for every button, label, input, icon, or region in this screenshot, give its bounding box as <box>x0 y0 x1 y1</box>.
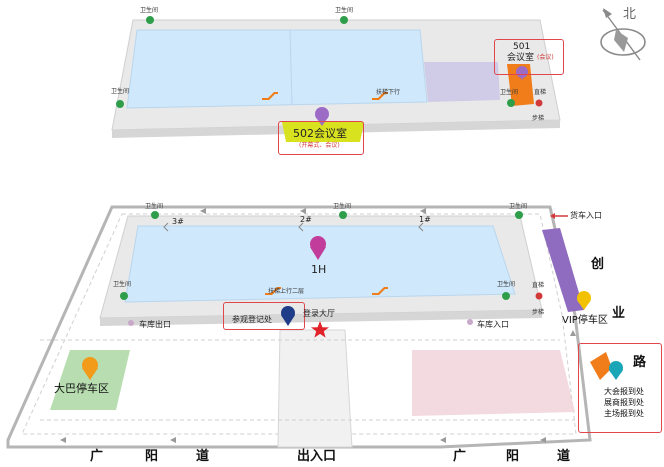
f5-elevator: 直梯 <box>534 89 547 96</box>
gate-2: 2# <box>300 215 312 224</box>
f5-restroom-top-center: 卫生间 <box>335 7 354 14</box>
room-502-block <box>282 122 364 142</box>
location-pin-icon <box>82 66 623 380</box>
f5-escalator-down: 扶梯下行 <box>376 89 401 96</box>
f1-restroom-left: 卫生间 <box>113 281 132 288</box>
restroom-icon <box>116 16 523 300</box>
gate-1: 1# <box>419 215 431 224</box>
road-bottom-char-3: 道 <box>196 449 210 464</box>
visitor-registration-highlight <box>223 302 305 330</box>
road-bottom-char-4: 广 <box>453 449 467 464</box>
exit-entrance-label: 出入口 <box>297 449 337 464</box>
room-501-highlight <box>494 39 564 75</box>
lobby-label: 登录大厅 <box>303 309 335 318</box>
vip-parking-label: VIP停车区 <box>562 315 608 326</box>
compass-north-label: 北 <box>623 7 637 22</box>
gate-3: 3# <box>172 217 184 226</box>
floor5-plan <box>111 19 561 142</box>
visitor-registration-label: 参观登记处 <box>232 315 272 324</box>
road-right-char-2: 业 <box>612 306 626 321</box>
elevator-icon <box>535 99 543 300</box>
room-501-name: 会议室 <box>507 53 535 63</box>
checkin-2-label: 展商报到处 <box>604 398 644 407</box>
f5-restroom-top-left: 卫生间 <box>140 7 159 14</box>
bus-parking-label: 大巴停车区 <box>54 382 109 395</box>
room-501-number: 501 <box>513 42 531 52</box>
road-right-char-1: 创 <box>591 257 605 272</box>
road-bottom-char-5: 阳 <box>506 449 520 464</box>
f5-restroom-right: 卫生间 <box>500 89 519 96</box>
f1-escalator-up: 扶梯上行二层 <box>268 288 305 295</box>
f5-restroom-left: 卫生间 <box>111 88 130 95</box>
f1-restroom-top-2: 卫生间 <box>333 203 352 210</box>
truck-arrow-icon <box>550 213 568 219</box>
room-502-highlight <box>278 121 364 155</box>
garage-exit-label: 车库出口 <box>139 320 171 329</box>
floor1-plan <box>6 205 612 449</box>
checkin-1-label: 大会报到处 <box>604 387 644 396</box>
f1-elevator: 直梯 <box>532 282 545 289</box>
room-502-note: (开幕式、会议) <box>299 142 340 149</box>
f1-stairs: 步梯 <box>532 309 545 316</box>
cargo-entrance-label: 货车入口 <box>570 211 602 220</box>
road-bottom-char-1: 广 <box>90 449 104 464</box>
star-icon <box>311 321 329 338</box>
road-right-char-3: 路 <box>633 355 647 370</box>
room-502-name: 502会议室 <box>293 127 347 140</box>
f1-restroom-right: 卫生间 <box>497 281 516 288</box>
checkin-3-label: 主场报到处 <box>604 409 644 418</box>
road-bottom-char-2: 阳 <box>145 449 159 464</box>
compass-icon <box>600 8 646 61</box>
room-501-note: (会议) <box>537 54 554 61</box>
garage-entrance-label: 车库入口 <box>477 320 509 329</box>
f1-restroom-top-1: 卫生间 <box>145 203 164 210</box>
f5-stairs: 步梯 <box>532 115 545 122</box>
escalator-icon <box>262 92 388 295</box>
road-bottom-char-6: 道 <box>557 449 571 464</box>
f1-restroom-top-3: 卫生间 <box>509 203 528 210</box>
checkin-highlight <box>578 343 662 433</box>
floor-1h-label: 1H <box>311 263 327 276</box>
